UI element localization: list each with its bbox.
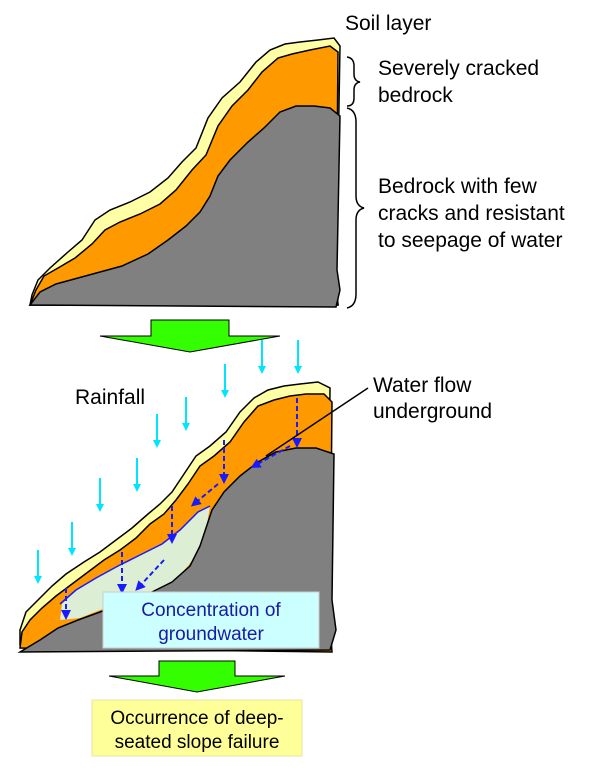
label-bedrock-few-2: cracks and resistant	[378, 202, 565, 225]
rain-arrows	[34, 340, 302, 584]
label-rainfall: Rainfall	[75, 386, 145, 409]
groundwater-surface-line	[59, 505, 211, 605]
top-slope	[28, 37, 341, 308]
label-bedrock-few-3: to seepage of water	[378, 229, 562, 252]
transition-arrow-1	[99, 319, 281, 353]
underground-flow-arrows	[61, 398, 302, 620]
label-concentration-1: Concentration of	[141, 600, 281, 621]
brace-bedrock	[346, 107, 365, 309]
flow-arrow	[135, 559, 165, 591]
concentration-box	[102, 591, 320, 649]
label-occurrence-1: Occurrence of deep-	[110, 708, 283, 729]
label-water-flow-1: Water flow	[373, 374, 472, 397]
label-water-flow-2: underground	[373, 400, 492, 423]
label-severely-cracked-1: Severely cracked	[378, 57, 539, 80]
flow-arrow	[190, 483, 219, 507]
groundwater-zone	[60, 506, 210, 620]
label-concentration-2: groundwater	[158, 624, 264, 645]
bedrock-top	[28, 105, 341, 308]
water-flow-pointer-line	[265, 387, 369, 457]
label-occurrence-2: seated slope failure	[115, 732, 280, 753]
occurrence-box	[91, 699, 303, 757]
label-severely-cracked-2: bedrock	[378, 84, 453, 107]
label-bedrock-few-1: Bedrock with few	[378, 175, 538, 198]
flow-arrow	[250, 445, 291, 468]
transition-arrow-2	[108, 660, 286, 693]
label-soil-layer: Soil layer	[345, 12, 431, 35]
brace-severely-cracked	[346, 56, 361, 107]
